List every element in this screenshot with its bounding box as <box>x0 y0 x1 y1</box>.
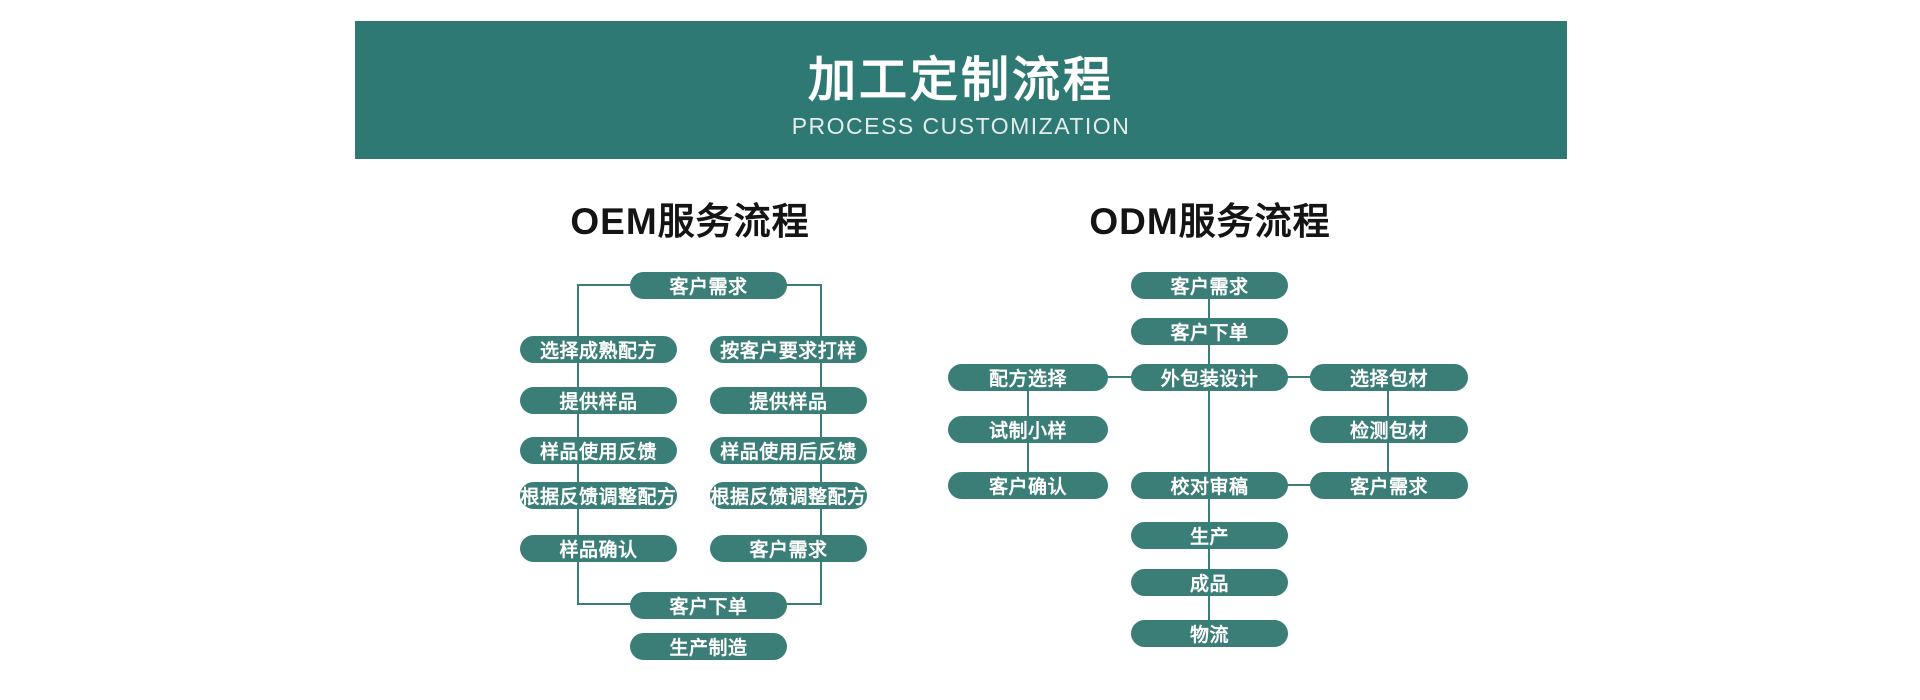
odm-center-step: 客户需求 <box>1131 272 1288 299</box>
oem-right-step: 根据反馈调整配方 <box>710 482 867 509</box>
oem-right-step: 提供样品 <box>710 387 867 414</box>
banner-title: 加工定制流程 <box>807 54 1114 107</box>
odm-center-step: 客户下单 <box>1131 318 1288 345</box>
oem-right-step: 按客户要求打样 <box>710 336 867 363</box>
oem-left-step: 提供样品 <box>520 387 677 414</box>
oem-left-step: 样品使用反馈 <box>520 437 677 464</box>
oem-heading: OEM服务流程 <box>570 201 810 242</box>
banner: 加工定制流程 PROCESS CUSTOMIZATION <box>355 21 1567 159</box>
odm-right-step: 客户需求 <box>1310 472 1468 499</box>
oem-step-manufacture: 生产制造 <box>630 633 787 660</box>
odm-left-step: 客户确认 <box>948 472 1108 499</box>
odm-left-step: 配方选择 <box>948 364 1108 391</box>
oem-step-order: 客户下单 <box>630 592 787 619</box>
banner-subtitle: PROCESS CUSTOMIZATION <box>791 113 1131 139</box>
odm-connector-center <box>1208 290 1210 634</box>
oem-right-step: 客户需求 <box>710 535 867 562</box>
odm-heading: ODM服务流程 <box>1089 201 1331 242</box>
odm-right-step: 选择包材 <box>1310 364 1468 391</box>
odm-left-step: 试制小样 <box>948 416 1108 443</box>
odm-right-step: 检测包材 <box>1310 416 1468 443</box>
oem-left-step: 根据反馈调整配方 <box>520 482 677 509</box>
odm-center-step: 校对审稿 <box>1131 472 1288 499</box>
oem-step-start: 客户需求 <box>630 272 787 299</box>
oem-left-step: 样品确认 <box>520 535 677 562</box>
odm-center-step: 外包装设计 <box>1131 364 1288 391</box>
oem-right-step: 样品使用后反馈 <box>710 437 867 464</box>
odm-center-step: 生产 <box>1131 522 1288 549</box>
odm-center-step: 物流 <box>1131 620 1288 647</box>
odm-center-step: 成品 <box>1131 569 1288 596</box>
oem-left-step: 选择成熟配方 <box>520 336 677 363</box>
